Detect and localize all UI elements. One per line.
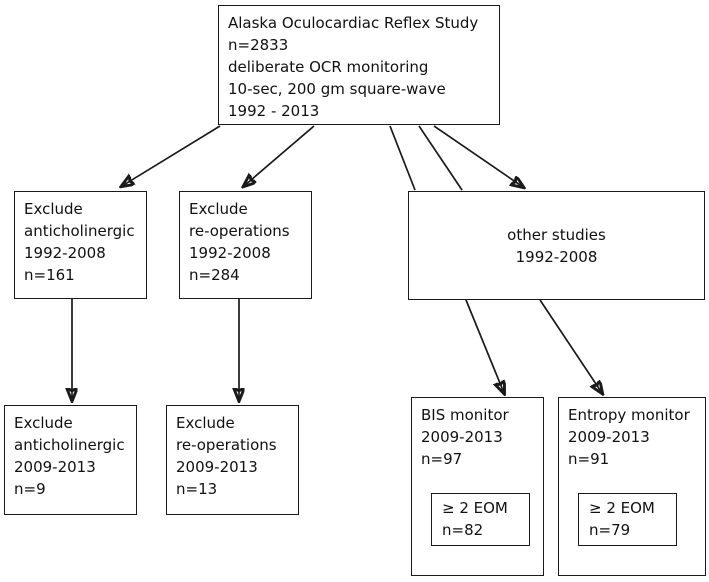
node-other-studies: other studies 1992-2008 bbox=[408, 191, 705, 300]
edge-root-to-other-studies-a bbox=[389, 125, 416, 191]
node-entropy-monitor-text: Entropy monitor 2009-2013 n=91 bbox=[568, 406, 690, 468]
edge-root-to-other-studies-b bbox=[418, 125, 463, 191]
node-entropy-monitor: Entropy monitor 2009-2013 n=91 bbox=[558, 397, 706, 576]
node-entropy-eom-text: ≥ 2 EOM n=79 bbox=[589, 499, 655, 539]
node-exclude-anticholinergic-early: Exclude anticholinergic 1992-2008 n=161 bbox=[14, 191, 147, 299]
node-exclude-anticholinergic-late: Exclude anticholinergic 2009-2013 n=9 bbox=[4, 405, 137, 515]
edge-root-to-other-studies-c bbox=[433, 125, 523, 187]
node-exclude-reoperations-early-text: Exclude re-operations 1992-2008 n=284 bbox=[189, 200, 290, 284]
node-bis-eom-text: ≥ 2 EOM n=82 bbox=[442, 499, 508, 539]
edge-root-to-exclude-anticholinergic-early bbox=[122, 125, 221, 186]
node-exclude-reoperations-late-text: Exclude re-operations 2009-2013 n=13 bbox=[176, 414, 277, 498]
edge-root-to-exclude-reoperations-early bbox=[244, 125, 315, 186]
node-exclude-reoperations-early: Exclude re-operations 1992-2008 n=284 bbox=[179, 191, 312, 299]
node-root-text: Alaska Oculocardiac Reflex Study n=2833 … bbox=[228, 14, 479, 120]
node-bis-monitor-text: BIS monitor 2009-2013 n=97 bbox=[421, 406, 509, 468]
edge-other-studies-to-bis-monitor bbox=[465, 299, 504, 393]
node-bis-eom: ≥ 2 EOM n=82 bbox=[431, 493, 530, 546]
node-exclude-reoperations-late: Exclude re-operations 2009-2013 n=13 bbox=[166, 405, 299, 515]
node-exclude-anticholinergic-early-text: Exclude anticholinergic 1992-2008 n=161 bbox=[24, 200, 135, 284]
node-entropy-eom: ≥ 2 EOM n=79 bbox=[578, 493, 677, 546]
node-exclude-anticholinergic-late-text: Exclude anticholinergic 2009-2013 n=9 bbox=[14, 414, 125, 498]
node-root: Alaska Oculocardiac Reflex Study n=2833 … bbox=[218, 5, 500, 125]
node-bis-monitor: BIS monitor 2009-2013 n=97 bbox=[411, 397, 544, 576]
node-other-studies-text: other studies 1992-2008 bbox=[507, 225, 606, 266]
edge-other-studies-to-entropy-monitor bbox=[539, 299, 602, 393]
